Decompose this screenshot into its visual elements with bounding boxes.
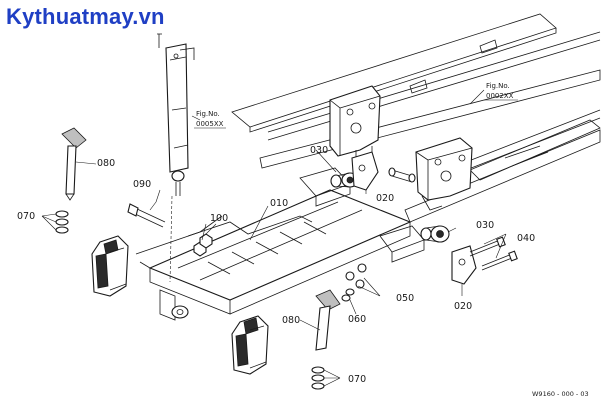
leader-lines xyxy=(41,89,507,387)
bolts-040 xyxy=(469,236,518,271)
callout-010: 010 xyxy=(270,198,288,209)
king-pin-080-right xyxy=(315,289,341,351)
fig-ref-number: 0002XX xyxy=(486,92,514,100)
callout-040: 040 xyxy=(517,233,535,244)
drawing-code: W9160 - 000 - 03 xyxy=(532,390,589,398)
callout-050: 050 xyxy=(396,293,414,304)
hydraulic-cylinder-rod xyxy=(157,33,195,283)
washers-070-left xyxy=(55,210,69,234)
bolt-090 xyxy=(127,203,166,228)
steering-knuckle-right xyxy=(231,315,269,375)
callout-020-upper: 020 xyxy=(376,193,394,204)
callout-080-right: 080 xyxy=(282,315,300,326)
tractor-frame-rails xyxy=(231,13,601,223)
washers-060 xyxy=(341,288,355,302)
callout-030-lower: 030 xyxy=(476,220,494,231)
nuts-050 xyxy=(345,263,367,289)
steering-knuckle-left xyxy=(91,235,129,297)
callout-020-lower: 020 xyxy=(454,301,472,312)
fig-ref-0002xx: Fig.No. 0002XX xyxy=(484,82,518,101)
callout-030-upper: 030 xyxy=(310,145,328,156)
axle-frame-010 xyxy=(135,167,425,321)
callout-070-right: 070 xyxy=(348,374,366,385)
callout-100: 100 xyxy=(210,213,228,224)
callout-labels: 010 020 020 030 030 040 050 060 070 070 … xyxy=(17,145,535,385)
front-axle-bracket-right xyxy=(415,137,473,211)
callout-070-left: 070 xyxy=(17,211,35,222)
fig-ref-label: Fig.No. xyxy=(196,110,220,118)
front-axle-bracket-left xyxy=(329,85,381,163)
washers-070-right xyxy=(311,366,325,390)
site-watermark: Kythuatmay.vn xyxy=(6,4,165,29)
bolt-upper-pin xyxy=(388,167,416,183)
fig-ref-0005xx: Fig.No. 0005XX xyxy=(194,110,226,129)
bearing-cap-020-upper xyxy=(351,151,379,191)
fig-ref-label: Fig.No. xyxy=(486,82,510,90)
bushing-030-lower xyxy=(420,225,450,243)
callout-060: 060 xyxy=(348,314,366,325)
bearing-cap-020-lower xyxy=(451,245,477,285)
callout-080-left: 080 xyxy=(97,158,115,169)
king-pin-080-left xyxy=(61,127,87,201)
callout-090: 090 xyxy=(133,179,151,190)
fig-ref-number: 0005XX xyxy=(196,120,224,128)
